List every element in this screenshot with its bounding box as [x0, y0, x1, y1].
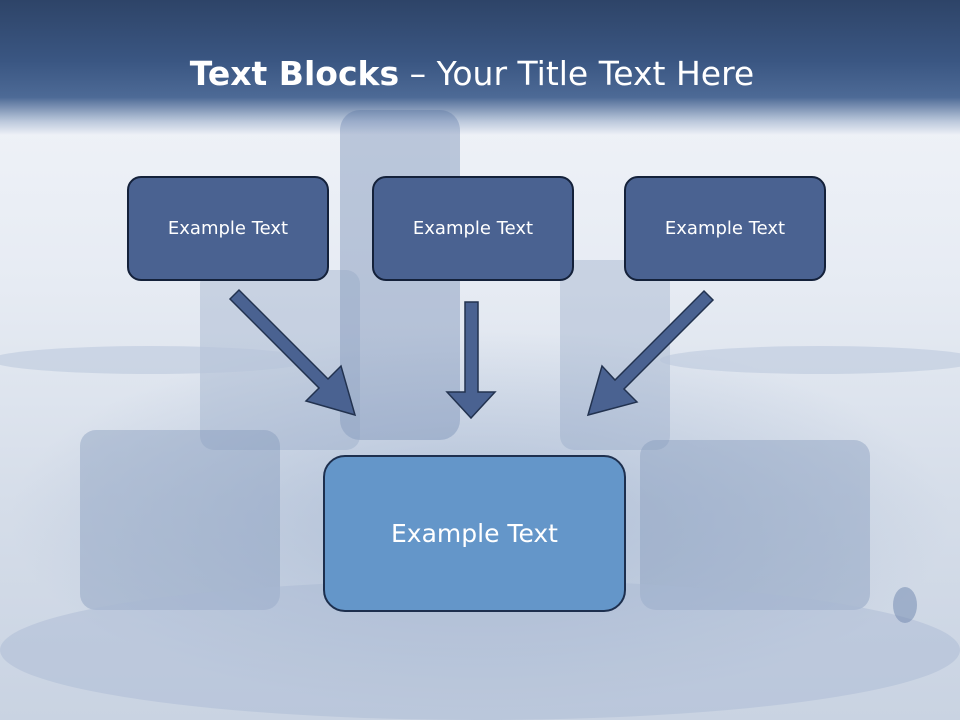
- arrow-right-diagonal: [586, 289, 715, 417]
- text-block-top-middle-label: Example Text: [412, 218, 534, 239]
- title-regular: Your Title Text Here: [436, 54, 755, 93]
- arrow-left-diagonal: [228, 288, 357, 417]
- arrow-middle-down: [445, 301, 497, 420]
- text-block-bottom-label: Example Text: [391, 519, 558, 548]
- title-bold: Text Blocks: [189, 54, 400, 93]
- text-block-bottom[interactable]: Example Text: [323, 455, 626, 612]
- text-block-top-middle[interactable]: Example Text: [372, 176, 574, 281]
- slide-title: Text Blocks – Your Title Text Here: [0, 52, 944, 96]
- text-block-top-right-label: Example Text: [664, 218, 786, 239]
- text-block-top-right[interactable]: Example Text: [624, 176, 826, 281]
- text-block-top-left[interactable]: Example Text: [127, 176, 329, 281]
- title-separator: –: [399, 54, 437, 93]
- text-block-top-left-label: Example Text: [167, 218, 289, 239]
- title-band: [0, 0, 960, 135]
